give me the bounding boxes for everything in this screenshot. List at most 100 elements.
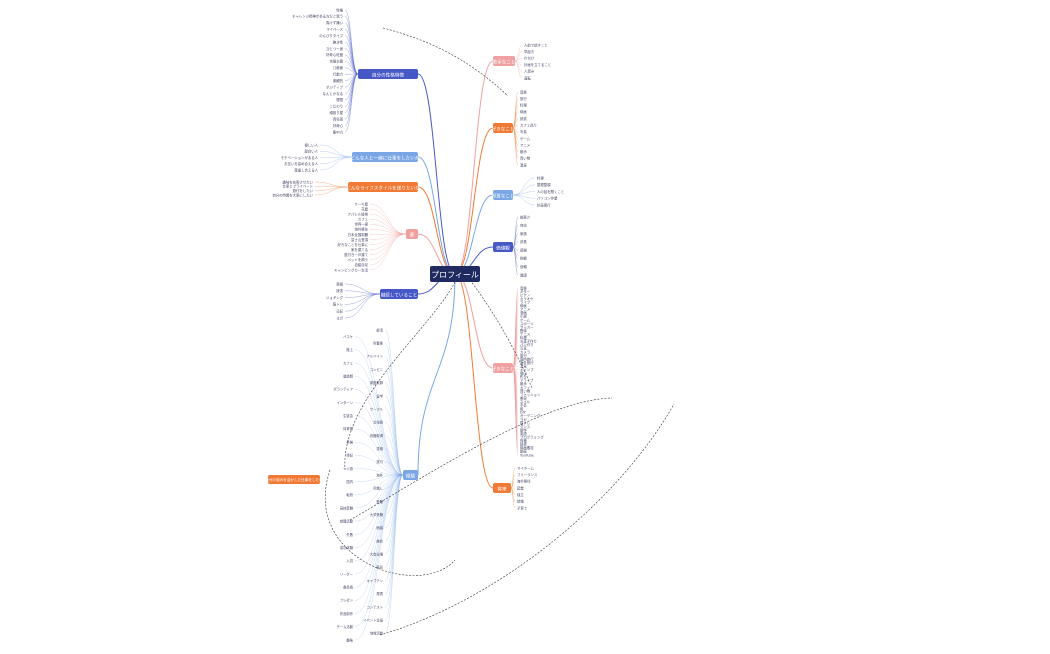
leaf-label[interactable]: サークル — [370, 406, 384, 411]
leaf-label[interactable]: 飽き性 — [333, 39, 344, 44]
leaf-label[interactable]: 成長 — [520, 239, 527, 244]
leaf-label[interactable]: 生徒会 — [343, 413, 354, 418]
leaf-label[interactable]: 子育て — [517, 505, 527, 510]
leaf-label[interactable]: 面白い人 — [304, 149, 318, 154]
leaf-label[interactable]: 表彰 — [376, 565, 383, 570]
leaf-label[interactable]: 行動力 — [333, 72, 344, 77]
leaf-label[interactable]: カフェ — [343, 360, 353, 365]
leaf-label[interactable]: 信頼 — [520, 264, 527, 269]
leaf-label[interactable]: 資格取得 — [370, 433, 384, 438]
leaf-label[interactable]: 散歩 — [520, 149, 527, 154]
leaf-label[interactable]: 計画を立てること — [524, 62, 551, 67]
leaf-label[interactable]: 結婚 — [517, 499, 524, 504]
leaf-label[interactable]: 感謝 — [520, 247, 527, 252]
leaf-label[interactable]: のんびりタイプ — [319, 33, 343, 38]
leaf-label[interactable]: 自由 — [520, 223, 527, 228]
branch-people[interactable]: どんな人と一緒に仕事をしたいか優しい人面白い人モチベーションがある人お互いを高め… — [281, 142, 420, 172]
leaf-label[interactable]: プレゼン — [340, 598, 354, 603]
leaf-label[interactable]: 富士山登頂 — [351, 237, 369, 242]
leaf-label[interactable]: コンビニ — [370, 367, 383, 372]
leaf-label[interactable]: 国内 — [346, 479, 353, 484]
leaf-label[interactable]: バスケ — [343, 334, 354, 339]
leaf-label[interactable]: 自給自足 — [354, 262, 368, 267]
leaf-label[interactable]: 発表 — [376, 591, 383, 596]
leaf-label[interactable]: なんとかなる — [323, 91, 343, 96]
leaf-label[interactable]: 入賞 — [346, 558, 353, 563]
leaf-label[interactable]: 英検 — [346, 439, 353, 444]
leaf-label[interactable]: 旅行 — [520, 96, 527, 101]
leaf-label[interactable]: ひとつ一途 — [326, 46, 343, 51]
leaf-label[interactable]: 頑張り屋 — [329, 110, 343, 115]
leaf-label[interactable]: コンテスト — [367, 604, 383, 609]
leaf-label[interactable]: ペットを飼う — [348, 257, 368, 262]
leaf-label[interactable]: カフェ — [358, 217, 368, 222]
leaf-label[interactable]: アパレル経営 — [348, 211, 369, 216]
leaf-label[interactable]: 文化祭 — [373, 420, 384, 425]
leaf-label[interactable]: ジョギング — [326, 295, 344, 300]
leaf-label[interactable]: 映画 — [520, 109, 527, 114]
leaf-label[interactable]: 庭付き一戸建て — [344, 252, 368, 257]
leaf-label[interactable]: 挫折 — [376, 538, 383, 543]
leaf-label[interactable]: 料理 — [537, 175, 544, 180]
leaf-label[interactable]: 負けず嫌い — [326, 20, 344, 25]
leaf-label[interactable]: 計画実行 — [537, 202, 551, 207]
leaf-label[interactable]: 簿記 — [346, 453, 353, 458]
leaf-label[interactable]: 大学受験 — [370, 512, 384, 517]
leaf-label[interactable]: ケーキ屋 — [354, 201, 368, 206]
leaf-label[interactable]: 日本全国制覇 — [348, 232, 369, 237]
leaf-label[interactable]: リーダー — [340, 571, 353, 576]
leaf-label[interactable]: 起業 — [517, 485, 524, 490]
leaf-label[interactable]: 旅行 — [376, 459, 383, 464]
leaf-label[interactable]: 読書 — [336, 288, 343, 293]
leaf-label[interactable]: 音楽 — [520, 89, 527, 94]
leaf-label[interactable]: 漢検 — [376, 446, 383, 451]
leaf-label[interactable]: カフェ巡り — [520, 122, 537, 127]
leaf-label[interactable]: 成功体験 — [340, 545, 354, 550]
leaf-label[interactable]: 趣味を充実させたい — [282, 179, 313, 184]
leaf-label[interactable]: チーム活動 — [337, 624, 354, 629]
leaf-label[interactable]: アニメ — [520, 142, 530, 147]
leaf-label[interactable]: 委員長 — [343, 585, 354, 590]
leaf-label[interactable]: 自分の時間を大事にしたい — [272, 192, 313, 197]
leaf-label[interactable]: 就職活動 — [340, 519, 354, 524]
leaf-label[interactable]: 陸上 — [346, 347, 353, 352]
leaf-label[interactable]: ゲーム — [520, 136, 531, 141]
leaf-label[interactable]: 一人旅 — [343, 466, 354, 471]
leaf-label[interactable]: 独立 — [517, 492, 524, 497]
leaf-label[interactable]: 理想 — [336, 97, 343, 102]
leaf-label[interactable]: ボランティア — [333, 387, 353, 392]
leaf-label[interactable]: 好きなことを仕事に — [337, 242, 368, 247]
leaf-label[interactable]: 買い物 — [520, 156, 531, 161]
leaf-label[interactable]: 好奇心 — [333, 123, 344, 128]
leaf-label[interactable]: 花屋 — [361, 206, 368, 211]
callout-node[interactable]: 自分の強みを活かした仕事をしたい — [265, 475, 323, 484]
leaf-label[interactable]: インターン — [337, 400, 354, 405]
leaf-label[interactable]: 塾講師 — [343, 373, 354, 378]
branch-dream[interactable]: 夢ケーキ屋花屋アパレル経営カフェ世界一周海外移住日本全国制覇富士山登頂好きなこと… — [334, 201, 418, 272]
leaf-label[interactable]: 料理 — [520, 103, 527, 108]
leaf-label[interactable]: 部活 — [376, 327, 383, 332]
root-node[interactable]: プロフィール — [430, 266, 480, 282]
leaf-label[interactable]: 趣味 — [346, 637, 353, 642]
leaf-label[interactable]: 几帳面 — [333, 65, 344, 70]
leaf-label[interactable]: チャレンジ精神がある方だと思う — [292, 14, 343, 19]
branch-exp[interactable]: 経験部活バスケ吹奏楽陸上アルバイトカフェコンビニ塾講師家庭教師ボランティア留学イ… — [333, 327, 418, 642]
leaf-label[interactable]: こだわり — [329, 104, 343, 109]
leaf-label[interactable]: 面接 — [376, 525, 383, 530]
leaf-label[interactable]: 家を建てる — [351, 247, 368, 252]
leaf-label[interactable]: 尊重し合える人 — [294, 167, 318, 172]
leaf-label[interactable]: 日記 — [336, 309, 343, 314]
leaf-label[interactable]: YouTube — [520, 453, 534, 457]
leaf-label[interactable]: ヨガ — [336, 315, 343, 320]
leaf-label[interactable]: 人の話を聞くこと — [537, 189, 564, 194]
leaf-label[interactable]: 受験 — [376, 499, 383, 504]
leaf-label[interactable]: 責任感 — [333, 116, 344, 121]
leaf-label[interactable]: 家族 — [520, 231, 527, 236]
leaf-label[interactable]: 挑戦 — [520, 256, 527, 261]
leaf-label[interactable]: 完璧主義 — [329, 59, 343, 64]
